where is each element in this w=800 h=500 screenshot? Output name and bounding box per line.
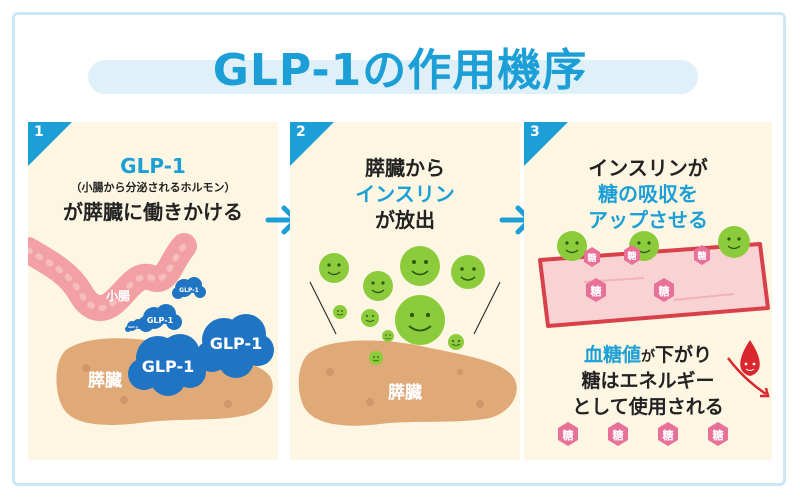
intestine-texture <box>28 243 187 312</box>
panel-2-line1: 膵臓から <box>365 156 445 180</box>
glp1-cloud-xsmall <box>172 277 206 299</box>
panel-3-illustration: 糖 糖 糖 糖 糖 糖 糖 <box>538 226 770 446</box>
glp1-label-xsmall: GLP-1 <box>179 287 199 294</box>
panel-3: 3 糖 糖 糖 糖 糖 <box>524 122 772 460</box>
title-band <box>88 60 698 94</box>
insulin-ball <box>448 334 464 350</box>
panel-3-line2: 糖の吸収を <box>598 182 698 206</box>
insulin-ball <box>319 253 349 283</box>
svg-text:糖: 糖 <box>613 428 624 442</box>
glp1-label-medium: GLP-1 <box>142 357 195 376</box>
glp1-cloud-small <box>138 304 182 332</box>
sugar-hex: 糖 <box>624 245 640 265</box>
panel-1-illustration: 小腸 膵臓 GLP-1 GLP-1 GLP-1 GLP-1 GLP-1 <box>28 233 274 425</box>
panel-2-line3: が放出 <box>375 208 435 232</box>
sugar-hex: 糖 <box>608 422 628 446</box>
glp1-cloud-tiny <box>125 319 143 332</box>
svg-text:糖: 糖 <box>627 250 636 262</box>
svg-text:糖: 糖 <box>663 428 674 442</box>
panel-3-bottom1: 血糖値が下がり <box>583 344 713 366</box>
panel-number: 3 <box>530 124 540 140</box>
intestine-label: 小腸 <box>106 288 130 303</box>
panel-3-line3: アップさせる <box>588 208 708 232</box>
svg-text:糖: 糖 <box>697 250 706 262</box>
insulin-ball <box>333 305 347 319</box>
insulin-balls <box>319 246 485 365</box>
glp1-label-tiny: GLP-1 <box>128 325 138 329</box>
insulin-ball <box>395 295 445 345</box>
panel-1-line2: （小腸から分泌されるホルモン） <box>70 181 236 194</box>
pancreas-label: 膵臓 <box>388 382 422 403</box>
sugar-hex: 糖 <box>658 422 678 446</box>
panel-number: 2 <box>296 124 306 140</box>
svg-text:糖: 糖 <box>563 428 574 442</box>
insulin-ball <box>361 309 379 327</box>
panel-number-badge <box>290 122 334 166</box>
page-title: GLP-1の作用機序 <box>212 45 588 96</box>
panel-3-bottom2: 糖はエネルギー <box>581 370 715 392</box>
glp1-label-large: GLP-1 <box>210 334 263 353</box>
insulin-ball <box>382 330 394 342</box>
sugar-hex-row: 糖 糖 糖 糖 <box>558 422 728 446</box>
sugar-hex: 糖 <box>584 247 600 267</box>
panel-3-bottom3: として使用される <box>572 396 724 418</box>
sugar-hex: 糖 <box>694 245 710 265</box>
panel-3-line1: インスリンが <box>588 156 708 180</box>
insulin-ball <box>400 246 440 286</box>
panel-1: 1 小腸 膵臓 GLP-1 GLP-1 GLP-1 GLP-1 GLP-1 <box>28 122 278 460</box>
blood-drop-mascot <box>740 340 760 376</box>
panel-number-badge <box>524 122 568 166</box>
svg-text:糖: 糖 <box>587 252 596 264</box>
pancreas-label: 膵臓 <box>88 370 122 391</box>
glp1-label-small: GLP-1 <box>147 316 174 325</box>
insulin-ball <box>451 255 485 289</box>
panel-2-line2: インスリン <box>355 182 455 206</box>
insulin-ball <box>557 231 587 261</box>
sugar-hex: 糖 <box>558 422 578 446</box>
insulin-ball <box>363 271 393 301</box>
panel-number-badge <box>28 122 72 166</box>
svg-text:糖: 糖 <box>591 284 602 298</box>
sugar-hex: 糖 <box>586 278 606 302</box>
panel-2-illustration: 膵臓 <box>298 246 517 426</box>
glp1-cloud-medium <box>128 334 206 396</box>
svg-text:糖: 糖 <box>713 428 724 442</box>
blood-sugar-label: 血糖値 <box>583 344 641 366</box>
insulin-ball <box>369 351 383 365</box>
panel-2: 2 膵臓 膵臓から インスリン が放出 <box>290 122 520 460</box>
pancreas-shape <box>298 340 517 426</box>
panel-1-line3: が膵臓に働きかける <box>63 200 243 224</box>
sugar-hex: 糖 <box>654 278 674 302</box>
glp1-cloud-large <box>196 314 274 378</box>
panel-1-line1: GLP-1 <box>120 154 186 178</box>
panel-number: 1 <box>34 124 44 140</box>
down-arrow-icon <box>727 357 767 396</box>
svg-text:糖: 糖 <box>659 284 670 298</box>
insulin-ball <box>718 226 750 258</box>
sugar-hex: 糖 <box>708 422 728 446</box>
